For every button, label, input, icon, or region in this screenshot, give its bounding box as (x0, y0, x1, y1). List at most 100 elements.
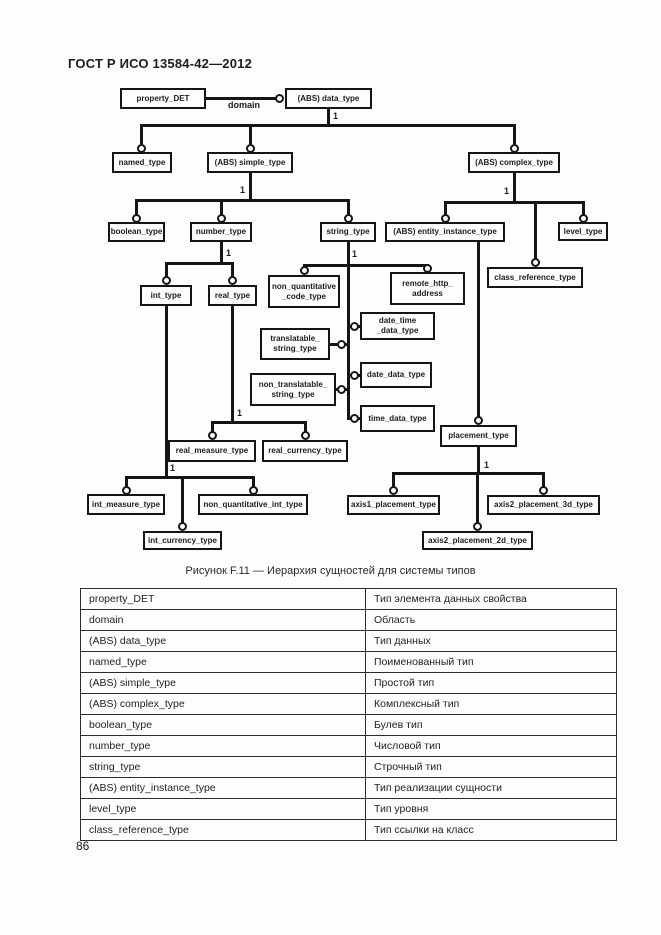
connector-line (444, 201, 447, 215)
connector-line (231, 262, 234, 277)
term-cell: named_type (80, 651, 366, 673)
connector-line (220, 242, 223, 265)
term-cell: domain (80, 609, 366, 631)
diagram-node-named-type: named_type (112, 152, 172, 173)
term-cell: (ABS) data_type (80, 630, 366, 652)
connector-line (125, 476, 128, 487)
connector-line (165, 306, 168, 479)
diagram-node-axis2-placement-3d-type: axis2_placement_3d_type (487, 495, 600, 515)
connector-line (140, 124, 516, 127)
cardinality-label: 1 (226, 248, 232, 258)
connector-line (211, 421, 306, 424)
term-cell: boolean_type (80, 714, 366, 736)
connector-line (582, 201, 585, 215)
term-cell: level_type (80, 798, 366, 820)
subtype-connector-circle (216, 213, 226, 223)
diagram-node-property-det: property_DET (120, 88, 206, 109)
connector-line (220, 199, 223, 215)
subtype-connector-circle (422, 263, 432, 273)
term-cell: (ABS) entity_instance_type (80, 777, 366, 799)
connector-line (165, 262, 168, 277)
connector-line (477, 447, 480, 474)
connector-line (249, 173, 252, 201)
subtype-connector-circle (530, 257, 540, 267)
diagram-node-level-type: level_type (558, 222, 608, 241)
diagram-node-date-time-data-type: date_time _data_type (360, 312, 435, 340)
subtype-connector-circle (336, 339, 346, 349)
cardinality-label: 1 (333, 111, 339, 121)
connector-line (347, 242, 350, 420)
diagram-node-complex-type: (ABS) complex_type (468, 152, 560, 173)
cardinality-label: 1 (504, 186, 510, 196)
subtype-connector-circle (227, 275, 237, 285)
diagram-node-simple-type: (ABS) simple_type (207, 152, 293, 173)
cardinality-label: 1 (170, 463, 176, 473)
diagram-node-real-currency-type: real_currency_type (262, 440, 348, 462)
connector-line (140, 124, 143, 145)
subtype-connector-circle (177, 521, 187, 531)
subtype-connector-circle (578, 213, 588, 223)
subtype-connector-circle (349, 321, 359, 331)
connector-line (304, 421, 307, 433)
definition-cell: Тип ссылки на класс (365, 819, 617, 841)
definition-cell: Простой тип (365, 672, 617, 694)
definition-cell: Тип реализации сущности (365, 777, 617, 799)
subtype-connector-circle (161, 275, 171, 285)
subtype-connector-circle (300, 430, 310, 440)
diagram-node-non-quantitative-code-type: non_quantitative _code_type (268, 275, 340, 308)
definition-cell: Область (365, 609, 617, 631)
diagram-node-time-data-type: time_data_type (360, 405, 435, 432)
subtype-connector-circle (473, 415, 483, 425)
connector-line (327, 109, 330, 126)
definition-cell: Тип данных (365, 630, 617, 652)
definition-cell: Тип уровня (365, 798, 617, 820)
definition-cell: Числовой тип (365, 735, 617, 757)
subtype-connector-circle (299, 265, 309, 275)
definition-cell: Тип элемента данных свойства (365, 588, 617, 610)
subtype-connector-circle (472, 521, 482, 531)
connector-line (392, 472, 545, 475)
definition-cell: Поименованный тип (365, 651, 617, 673)
subtype-connector-circle (509, 143, 519, 153)
term-cell: (ABS) complex_type (80, 693, 366, 715)
connector-line (477, 242, 480, 417)
page-number: 86 (76, 839, 90, 853)
diagram-node-number-type: number_type (190, 222, 252, 242)
diagram-node-entity-instance-type: (ABS) entity_instance_type (385, 222, 505, 242)
connector-line (252, 476, 255, 487)
diagram-node-class-reference-type: class_reference_type (487, 267, 583, 288)
diagram-node-non-quantitative-int-type: non_quantitative_int_type (198, 494, 308, 515)
diagram-node-int-currency-type: int_currency_type (143, 531, 222, 550)
cardinality-label: 1 (237, 408, 243, 418)
term-cell: number_type (80, 735, 366, 757)
subtype-connector-circle (343, 213, 353, 223)
diagram-node-boolean-type: boolean_type (108, 222, 165, 242)
connector-line (303, 264, 429, 267)
connector-line (513, 173, 516, 203)
connector-line (542, 472, 545, 487)
diagram-node-real-type: real_type (208, 285, 257, 306)
connector-line (249, 124, 252, 145)
definition-cell: Строчный тип (365, 756, 617, 778)
connector-line (135, 199, 138, 215)
subtype-connector-circle (136, 143, 146, 153)
subtype-connector-circle (248, 485, 258, 495)
subtype-connector-circle (274, 93, 284, 103)
connector-line (513, 124, 516, 145)
connector-line (125, 476, 254, 479)
connector-line (231, 306, 234, 423)
diagram-node-translatable-string-type: translatable_ string_type (260, 328, 330, 360)
